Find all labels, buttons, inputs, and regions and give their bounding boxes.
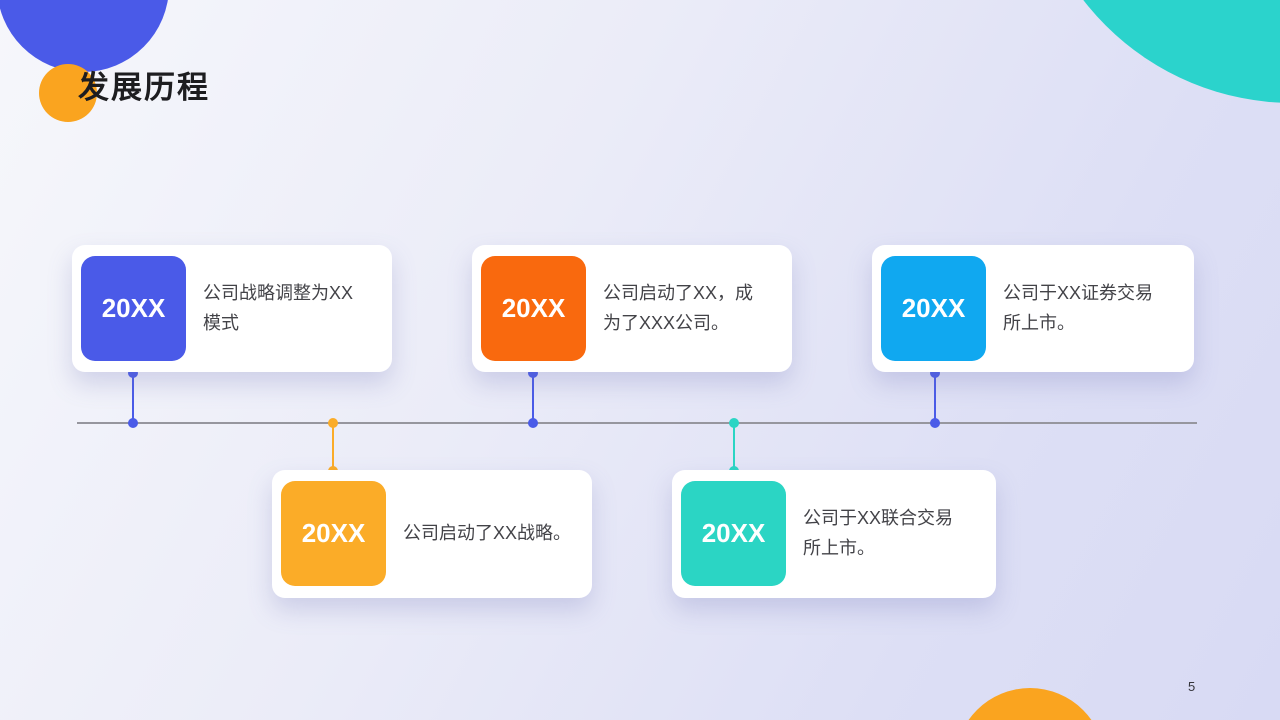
timeline-card: 20XX 公司于XX联合交易所上市。 xyxy=(672,470,996,598)
timeline-card: 20XX 公司于XX证券交易所上市。 xyxy=(872,245,1194,372)
timeline-connector xyxy=(532,373,534,423)
event-description: 公司启动了XX战略。 xyxy=(403,523,572,544)
decor-circle-orange-bottomright xyxy=(955,688,1105,720)
event-description: 公司启动了XX，成为了XXX公司。 xyxy=(603,282,754,333)
year-badge: 20XX xyxy=(881,256,986,361)
event-description: 公司战略调整为XX模式 xyxy=(203,282,354,333)
timeline-connector xyxy=(332,423,334,471)
timeline-dot xyxy=(328,418,338,428)
timeline-dot xyxy=(528,368,538,378)
timeline-dot xyxy=(930,418,940,428)
timeline-dot xyxy=(528,418,538,428)
page-title: 发展历程 xyxy=(78,70,210,105)
decor-circle-teal-topright xyxy=(1028,0,1280,103)
year-badge: 20XX xyxy=(681,481,786,586)
timeline-axis xyxy=(77,422,1197,424)
timeline-connector xyxy=(132,373,134,423)
year-badge: 20XX xyxy=(281,481,386,586)
year-badge: 20XX xyxy=(81,256,186,361)
event-description: 公司于XX证券交易所上市。 xyxy=(1003,282,1154,333)
timeline-card: 20XX 公司战略调整为XX模式 xyxy=(72,245,392,372)
timeline-dot xyxy=(930,368,940,378)
timeline-connector xyxy=(733,423,735,471)
timeline-dot xyxy=(729,418,739,428)
timeline-dot xyxy=(128,368,138,378)
event-description: 公司于XX联合交易所上市。 xyxy=(803,508,954,558)
page-number: 5 xyxy=(1188,679,1196,694)
timeline-card: 20XX 公司启动了XX战略。 xyxy=(272,470,592,598)
timeline-card: 20XX 公司启动了XX，成为了XXX公司。 xyxy=(472,245,792,372)
decor-circle-orange-topleft xyxy=(39,64,97,122)
year-badge: 20XX xyxy=(481,256,586,361)
timeline-connector xyxy=(934,373,936,423)
timeline-dot xyxy=(128,418,138,428)
